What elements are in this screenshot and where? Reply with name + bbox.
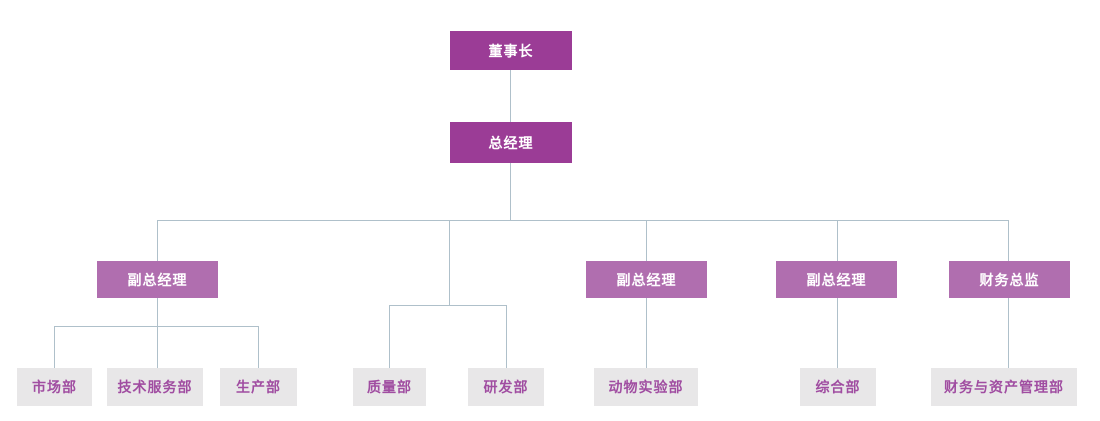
connector-deputy2-animal-lab [646,298,647,368]
node-quality-dept: 质量部 [353,368,426,406]
node-general-affairs-dept-label: 综合部 [815,380,861,396]
node-marketing-dept-label: 市场部 [32,380,77,396]
node-deputy-gm-2-label: 副总经理 [616,272,677,289]
connector-drop-deputy3 [837,220,838,261]
node-tech-service-dept-label: 技术服务部 [117,380,193,396]
connector-drop-quality-branch [449,220,450,305]
node-chairman: 董事长 [450,31,572,70]
node-general-manager: 总经理 [450,122,572,163]
node-finance-director-label: 财务总监 [979,272,1040,289]
connector-drop-marketing [54,326,55,368]
node-general-affairs-dept: 综合部 [800,368,876,406]
connector-finance-director-dept [1008,298,1009,368]
node-general-manager-label: 总经理 [488,135,534,152]
node-marketing-dept: 市场部 [17,368,92,406]
node-deputy-gm-3-label: 副总经理 [806,272,867,289]
connector-drop-deputy2 [646,220,647,261]
node-animal-lab-dept: 动物实验部 [594,368,698,406]
connector-drop-production [258,326,259,368]
node-finance-director: 财务总监 [949,261,1070,298]
node-deputy-gm-1-label: 副总经理 [127,272,188,289]
connector-drop-finance-director [1008,220,1009,261]
connector-drop-quality [389,305,390,368]
connector-branch2-horizontal [389,305,506,306]
node-tech-service-dept: 技术服务部 [107,368,203,406]
node-animal-lab-dept-label: 动物实验部 [608,380,684,396]
connector-gm-down [510,163,511,220]
connector-deputy1-down [157,298,158,326]
node-quality-dept-label: 质量部 [367,380,412,396]
node-finance-asset-dept-label: 财务与资产管理部 [944,380,1064,396]
connector-top-horizontal [157,220,1008,221]
node-deputy-gm-1: 副总经理 [97,261,218,298]
node-deputy-gm-3: 副总经理 [776,261,897,298]
node-rd-dept-label: 研发部 [483,380,529,396]
node-production-dept-label: 生产部 [236,380,281,396]
node-rd-dept: 研发部 [468,368,544,406]
connector-drop-tech-service [157,326,158,368]
connector-drop-rd [506,305,507,368]
connector-drop-deputy1 [157,220,158,261]
node-finance-asset-dept: 财务与资产管理部 [931,368,1077,406]
node-production-dept: 生产部 [220,368,297,406]
connector-deputy3-general-affairs [837,298,838,368]
node-chairman-label: 董事长 [488,43,534,60]
connector-branch1-horizontal [54,326,258,327]
node-deputy-gm-2: 副总经理 [586,261,707,298]
connector-chairman-gm [510,70,511,122]
